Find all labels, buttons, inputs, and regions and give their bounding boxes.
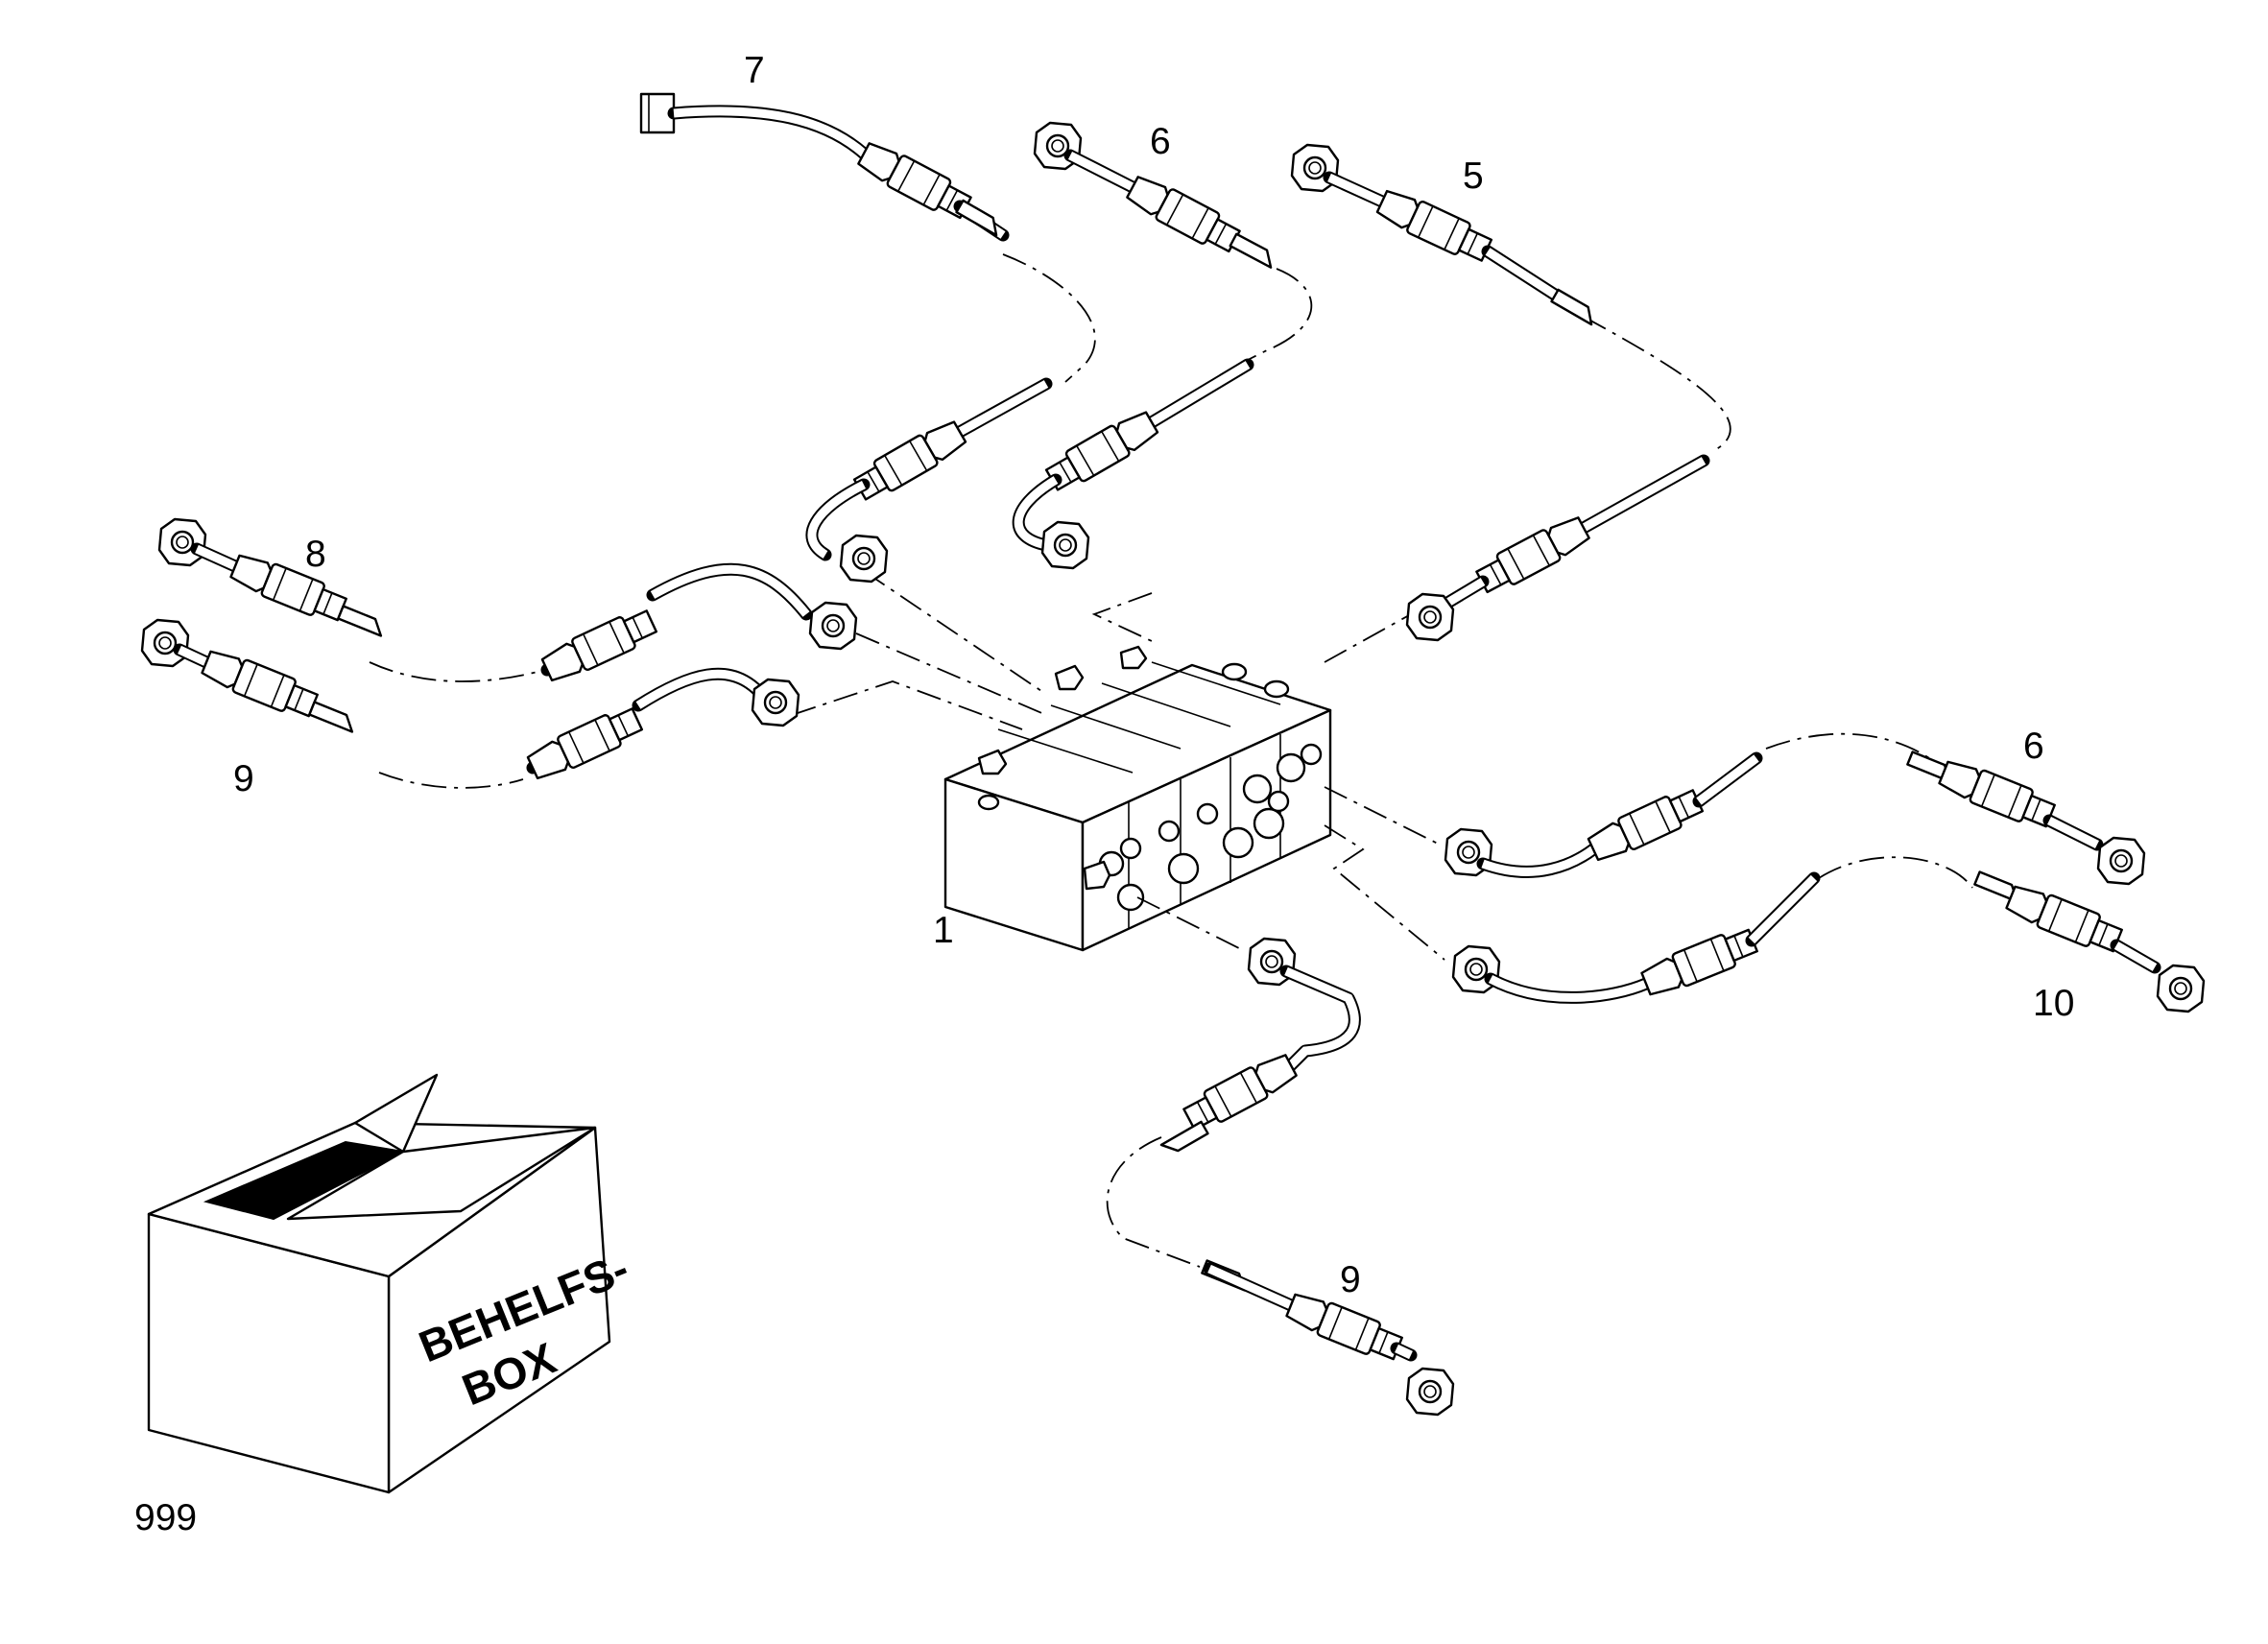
callout-7: 7 [744,50,765,91]
behelfs-box: BEHELFS- BOX [147,1073,635,1494]
callout-1: 1 [933,910,954,951]
pipe-6-right [1444,751,2146,886]
connection-lines [369,253,1973,1268]
callout-9-left: 9 [233,758,254,799]
callout-10: 10 [2033,983,2074,1024]
pipe-8-left [157,517,858,687]
pipe-5 [1290,143,1710,642]
callout-9-bottom: 9 [1340,1259,1361,1300]
callout-999: 999 [134,1497,197,1538]
pipe-9-bottom [1159,937,1455,1417]
pipe-9-left [140,618,800,785]
distributor-block [943,645,1332,952]
pipe-6-top [1012,121,1278,570]
callout-6-top: 6 [1150,121,1171,162]
pipe-10-right [1451,870,2206,1013]
callout-5: 5 [1463,155,1484,197]
pipe-7 [639,92,1053,584]
callout-8: 8 [305,534,326,575]
callout-6-right: 6 [2023,726,2044,767]
